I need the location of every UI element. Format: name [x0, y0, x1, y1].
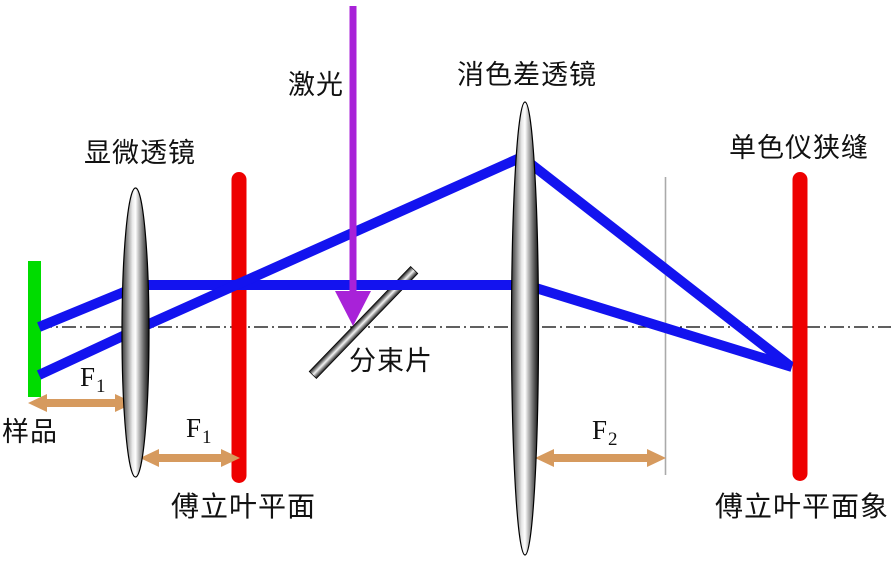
laser-beam-arrowhead-icon — [335, 291, 371, 326]
f1-sample-distance-label: F1 — [80, 362, 106, 397]
f1-plane-subscript: 1 — [202, 427, 212, 448]
laser-beam-shaft — [349, 6, 357, 294]
achromatic-lens-ellipse — [510, 101, 540, 556]
f2-distance-label: F2 — [592, 415, 618, 450]
fourier-plane-image-bar — [792, 172, 808, 481]
beam-splitter-label: 分束片 — [349, 346, 433, 377]
beam-splitter-bar — [308, 266, 419, 379]
signal-ray-upper — [37, 280, 794, 372]
fourier-plane-label: 傅立叶平面 — [171, 490, 317, 523]
f2-symbol: F — [592, 415, 608, 445]
microscope-lens-ellipse — [121, 187, 150, 478]
f1-plane-distance-label: F1 — [186, 413, 212, 448]
f1-plane-symbol: F — [186, 413, 202, 443]
f2-subscript: 2 — [608, 429, 618, 450]
sample-label: 样品 — [2, 417, 58, 448]
laser-label: 激光 — [288, 70, 344, 101]
sample-bar — [28, 261, 41, 397]
microscope-lens-label: 显微透镜 — [84, 138, 196, 169]
f1-sample-symbol: F — [80, 362, 96, 392]
f1-plane-distance-arrow — [140, 449, 240, 467]
f2-distance-arrow — [535, 449, 666, 467]
f1-sample-distance-arrow — [28, 394, 134, 412]
fourier-plane-bar — [231, 172, 247, 483]
monochromator-slit-label: 单色仪狭缝 — [729, 133, 869, 164]
f1-sample-subscript: 1 — [96, 376, 106, 397]
fourier-plane-image-label: 傅立叶平面象 — [715, 490, 890, 523]
achromatic-lens-label: 消色差透镜 — [457, 60, 597, 91]
signal-ray-lower — [36, 151, 794, 380]
